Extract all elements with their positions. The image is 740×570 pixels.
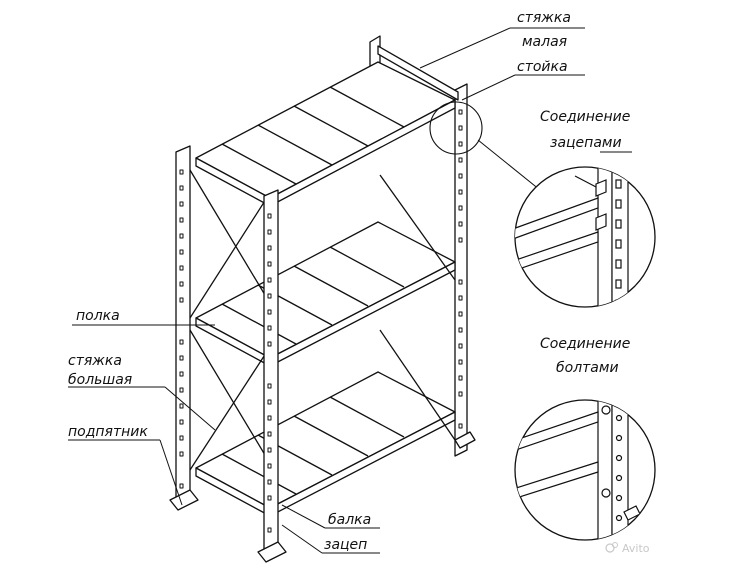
- watermark-text: Avito: [622, 542, 650, 555]
- avito-watermark: Avito: [605, 542, 650, 555]
- front-left-post: [169, 145, 199, 511]
- label-bolt-title-line1: Соединение: [540, 336, 630, 352]
- top-shelf: [195, 61, 456, 207]
- leader-lines: [68, 27, 585, 554]
- detail-bolt-connection: [514, 399, 656, 541]
- label-stoyka: стойка: [517, 59, 568, 75]
- post-perforations: [179, 109, 463, 533]
- leader-detail-hook: [477, 139, 541, 191]
- label-styazhka-bolshaya-line2: большая: [68, 372, 132, 388]
- leader-styazhka-malaya: [419, 27, 511, 69]
- middle-shelf: [195, 221, 456, 367]
- cross-braces: [189, 169, 456, 471]
- leader-stoyka: [461, 74, 516, 101]
- label-hook-title-line2: зацепами: [550, 135, 622, 151]
- rack-drawing: [169, 35, 483, 563]
- rear-right-post: [454, 83, 476, 457]
- connection-highlight-circle: [429, 101, 483, 155]
- label-polka: полка: [76, 308, 120, 324]
- label-zatsep: зацеп: [324, 537, 367, 553]
- leader-balka: [281, 504, 326, 529]
- label-styazhka-malaya-line2: малая: [522, 34, 567, 50]
- leader-zatsep: [281, 524, 323, 554]
- bottom-shelf: [195, 371, 456, 517]
- label-styazhka-malaya-line1: стяжка: [517, 10, 571, 26]
- label-hook-title-line1: Соединение: [540, 109, 630, 125]
- label-bolt-title-line2: болтами: [556, 360, 619, 376]
- label-podpyatnik: подпятник: [68, 424, 148, 440]
- small-tie-bar: [377, 45, 459, 101]
- labels: стяжка малая стойка Соединение зацепами …: [68, 10, 632, 553]
- label-styazhka-bolshaya-line1: стяжка: [68, 353, 122, 369]
- detail-hook-connection: [514, 166, 656, 308]
- label-balka: балка: [328, 512, 371, 528]
